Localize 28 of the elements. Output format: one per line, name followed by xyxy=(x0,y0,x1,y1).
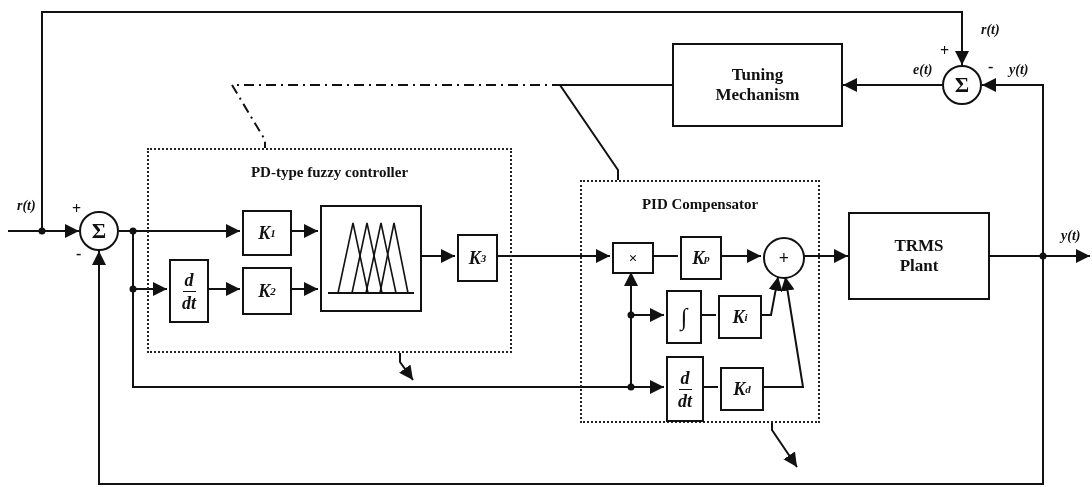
sign-label: + xyxy=(72,200,82,218)
integrator-block: ∫ xyxy=(666,290,702,344)
compensator-group xyxy=(580,180,820,423)
controller-group xyxy=(147,148,512,353)
connector-arrow xyxy=(7,11,969,232)
tuning-block: Tuning Mechanism xyxy=(672,43,843,127)
connector-arrow xyxy=(842,78,943,92)
multiplier-block: × xyxy=(612,242,654,274)
derivative-block: d dt xyxy=(666,356,704,422)
edge-label: e(t) xyxy=(912,62,934,78)
group-title: PD-type fuzzy controller xyxy=(250,164,409,181)
fuzzy-inference-block xyxy=(320,205,422,312)
connector-arrow xyxy=(771,422,798,468)
sign-label: - xyxy=(988,58,994,76)
summing-junction: Σ xyxy=(942,65,982,105)
connector-arrow xyxy=(399,352,414,381)
edge-label: r(t) xyxy=(16,198,37,214)
plant-block: TRMS Plant xyxy=(848,212,990,300)
group-title: PID Compensator xyxy=(641,196,759,213)
adder-junction: + xyxy=(763,237,805,279)
derivative-block: d dt xyxy=(169,259,209,323)
summing-junction: Σ xyxy=(79,211,119,251)
connector-arrow xyxy=(92,250,1044,485)
edge-label: y(t) xyxy=(1060,228,1082,244)
sign-label: - xyxy=(76,245,82,263)
edge-label: r(t) xyxy=(980,22,1001,38)
sign-label: + xyxy=(940,42,950,60)
edge-label: y(t) xyxy=(1008,62,1030,78)
